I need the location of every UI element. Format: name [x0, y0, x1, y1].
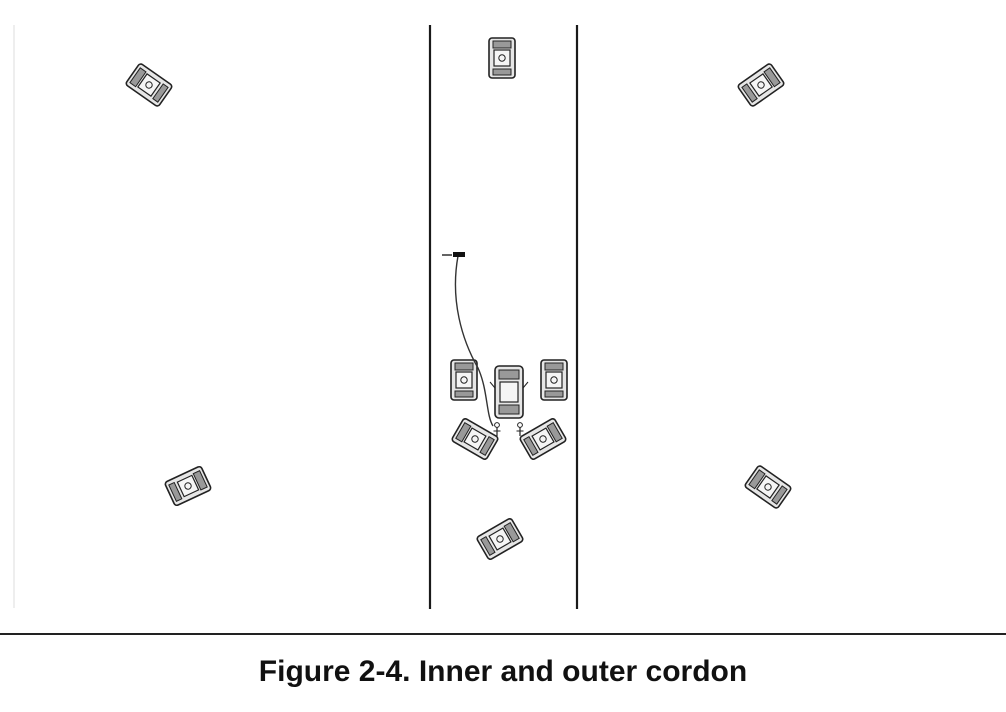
tether-line [454, 255, 494, 427]
remote-point-device [453, 252, 465, 257]
outer-vehicle-top-left [124, 62, 174, 108]
inner-vehicle-left [450, 359, 478, 401]
outer-vehicle-road-bottom [475, 516, 525, 562]
person-right [515, 422, 525, 437]
outer-vehicle-road-top [488, 37, 516, 79]
figure-caption: Figure 2-4. Inner and outer cordon [258, 655, 748, 688]
inner-vehicle-lower-right [518, 416, 568, 462]
person-left [492, 422, 502, 437]
inner-vehicle-right [540, 359, 568, 401]
outer-vehicle-top-right [736, 62, 786, 108]
target-vehicle [489, 365, 529, 419]
outer-vehicle-bottom-right [743, 464, 793, 510]
outer-vehicle-bottom-left [163, 464, 213, 508]
cordon-diagram [0, 25, 1006, 635]
